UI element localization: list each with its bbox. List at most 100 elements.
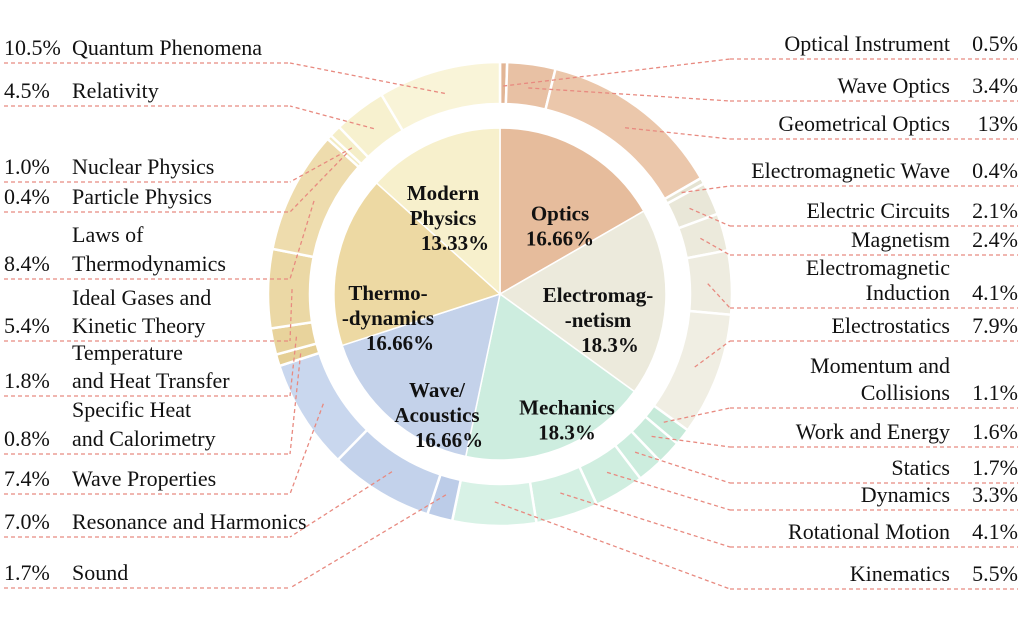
- outer-label-pct: 3.3%: [972, 482, 1018, 507]
- outer-label-pct: 2.1%: [972, 198, 1018, 223]
- outer-label-name: Kinetic Theory: [72, 313, 205, 338]
- leader-line: [289, 353, 302, 455]
- outer-label-pct: 1.7%: [972, 455, 1018, 480]
- outer-label-name: Wave Optics: [838, 73, 950, 98]
- outer-label-name: Wave Properties: [72, 466, 216, 491]
- outer-label-name: Relativity: [72, 78, 159, 103]
- outer-label-name: Nuclear Physics: [72, 154, 214, 179]
- outer-label-name: Collisions: [861, 380, 950, 405]
- outer-label-name: and Calorimetry: [72, 426, 216, 451]
- leader-line: [681, 185, 731, 194]
- inner-slice-modernphysics: [375, 127, 501, 296]
- inner-label-name: Wave/: [409, 378, 466, 402]
- outer-label-pct: 7.9%: [972, 313, 1018, 338]
- outer-label-name: Electric Circuits: [806, 198, 950, 223]
- inner-label-name: Modern: [407, 181, 480, 205]
- leader-line: [494, 501, 731, 590]
- outer-label-pct: 10.5%: [4, 35, 61, 60]
- outer-label-name: and Heat Transfer: [72, 368, 230, 393]
- leader-line: [663, 407, 731, 423]
- outer-label-pct: 1.6%: [972, 419, 1018, 444]
- outer-label-pct: 3.4%: [972, 73, 1018, 98]
- inner-label-name: Acoustics: [394, 403, 479, 427]
- leader-line: [289, 336, 298, 397]
- outer-label-name: Electromagnetic Wave: [751, 158, 950, 183]
- outer-label-name: Statics: [891, 455, 950, 480]
- outer-label-name: Thermodynamics: [72, 251, 226, 276]
- outer-label-pct: 0.5%: [972, 31, 1018, 56]
- outer-label-name: Electromagnetic: [806, 255, 950, 280]
- outer-label-name: Momentum and: [810, 353, 950, 378]
- leader-lines: [4, 58, 1018, 590]
- outer-label-name: Particle Physics: [72, 184, 212, 209]
- inner-label-name: Electromag-: [543, 283, 653, 307]
- leader-line: [560, 492, 731, 548]
- outer-label-name: Optical Instrument: [784, 31, 950, 56]
- leader-line: [651, 435, 731, 448]
- outer-label-name: Temperature: [72, 340, 183, 365]
- outer-labels: Optical Instrument 0.5% Wave Optics 3.4% Geo…: [4, 31, 1018, 586]
- inner-label-name: -dynamics: [342, 306, 434, 330]
- outer-label-name: Electrostatics: [831, 313, 950, 338]
- outer-label-pct: 13%: [978, 111, 1018, 136]
- outer-label-pct: 4.5%: [4, 78, 50, 103]
- leader-line: [289, 289, 293, 342]
- inner-slice-wave-acoustics: [341, 292, 502, 458]
- leader-line: [503, 58, 731, 87]
- inner-label-pct: 18.3%: [581, 333, 639, 357]
- inner-slice-mechanics: [464, 292, 636, 461]
- leader-line: [528, 87, 731, 102]
- inner-label-name: Physics: [410, 206, 477, 230]
- outer-label-pct: 4.1%: [972, 280, 1018, 305]
- leader-line: [289, 147, 353, 183]
- outer-label-pct: 1.7%: [4, 560, 50, 585]
- leader-line: [289, 403, 324, 495]
- outer-label-name: Kinematics: [850, 561, 950, 586]
- leader-line: [289, 471, 393, 538]
- outer-label-pct: 7.0%: [4, 509, 50, 534]
- outer-label-name: Dynamics: [861, 482, 950, 507]
- outer-label-pct: 1.1%: [972, 380, 1018, 405]
- leader-line: [289, 62, 445, 95]
- inner-pie: Optics16.66%Electromag--netism18.3%Mecha…: [333, 127, 667, 461]
- inner-slice-thermo-dynamics: [333, 181, 502, 347]
- outer-label-name: Sound: [72, 560, 128, 585]
- leader-line: [289, 494, 447, 589]
- outer-label-name: Induction: [866, 280, 950, 305]
- inner-label-name: Optics: [531, 201, 589, 225]
- outer-label-name: Magnetism: [851, 227, 950, 252]
- outer-segment-ideal-gases-and-kinetic-theory: [266, 247, 316, 330]
- outer-label-pct: 0.4%: [4, 184, 50, 209]
- outer-label-pct: 0.8%: [4, 426, 50, 451]
- leader-line: [694, 340, 731, 368]
- outer-label-pct: 0.4%: [972, 158, 1018, 183]
- inner-label-name: Mechanics: [519, 395, 615, 419]
- outer-label-name: Quantum Phenomena: [72, 35, 262, 60]
- outer-label-pct: 8.4%: [4, 251, 50, 276]
- inner-slice-electromag-netism: [498, 210, 667, 393]
- outer-label-name: Geometrical Optics: [778, 111, 950, 136]
- inner-label-pct: 13.33%: [421, 231, 489, 255]
- outer-label-name: Specific Heat: [72, 397, 191, 422]
- outer-label-pct: 5.4%: [4, 313, 50, 338]
- outer-label-name: Ideal Gases and: [72, 285, 211, 310]
- outer-label-name: Resonance and Harmonics: [72, 509, 307, 534]
- outer-label-name: Laws of: [72, 222, 144, 247]
- outer-label-name: Work and Energy: [796, 419, 950, 444]
- outer-label-pct: 1.8%: [4, 368, 50, 393]
- outer-label-pct: 4.1%: [972, 519, 1018, 544]
- inner-label-pct: 16.66%: [366, 331, 434, 355]
- outer-label-pct: 2.4%: [972, 227, 1018, 252]
- inner-slice-optics: [499, 127, 645, 296]
- leader-line: [700, 237, 731, 256]
- inner-label-pct: 16.66%: [526, 226, 594, 250]
- leader-line: [634, 451, 731, 484]
- inner-label-name: -netism: [565, 308, 632, 332]
- leader-line: [689, 207, 731, 227]
- outer-segment-electrostatics: [652, 309, 733, 433]
- leader-line: [289, 105, 375, 130]
- outer-label-pct: 5.5%: [972, 561, 1018, 586]
- inner-label-pct: 16.66%: [415, 428, 483, 452]
- inner-label-pct: 18.3%: [538, 420, 596, 444]
